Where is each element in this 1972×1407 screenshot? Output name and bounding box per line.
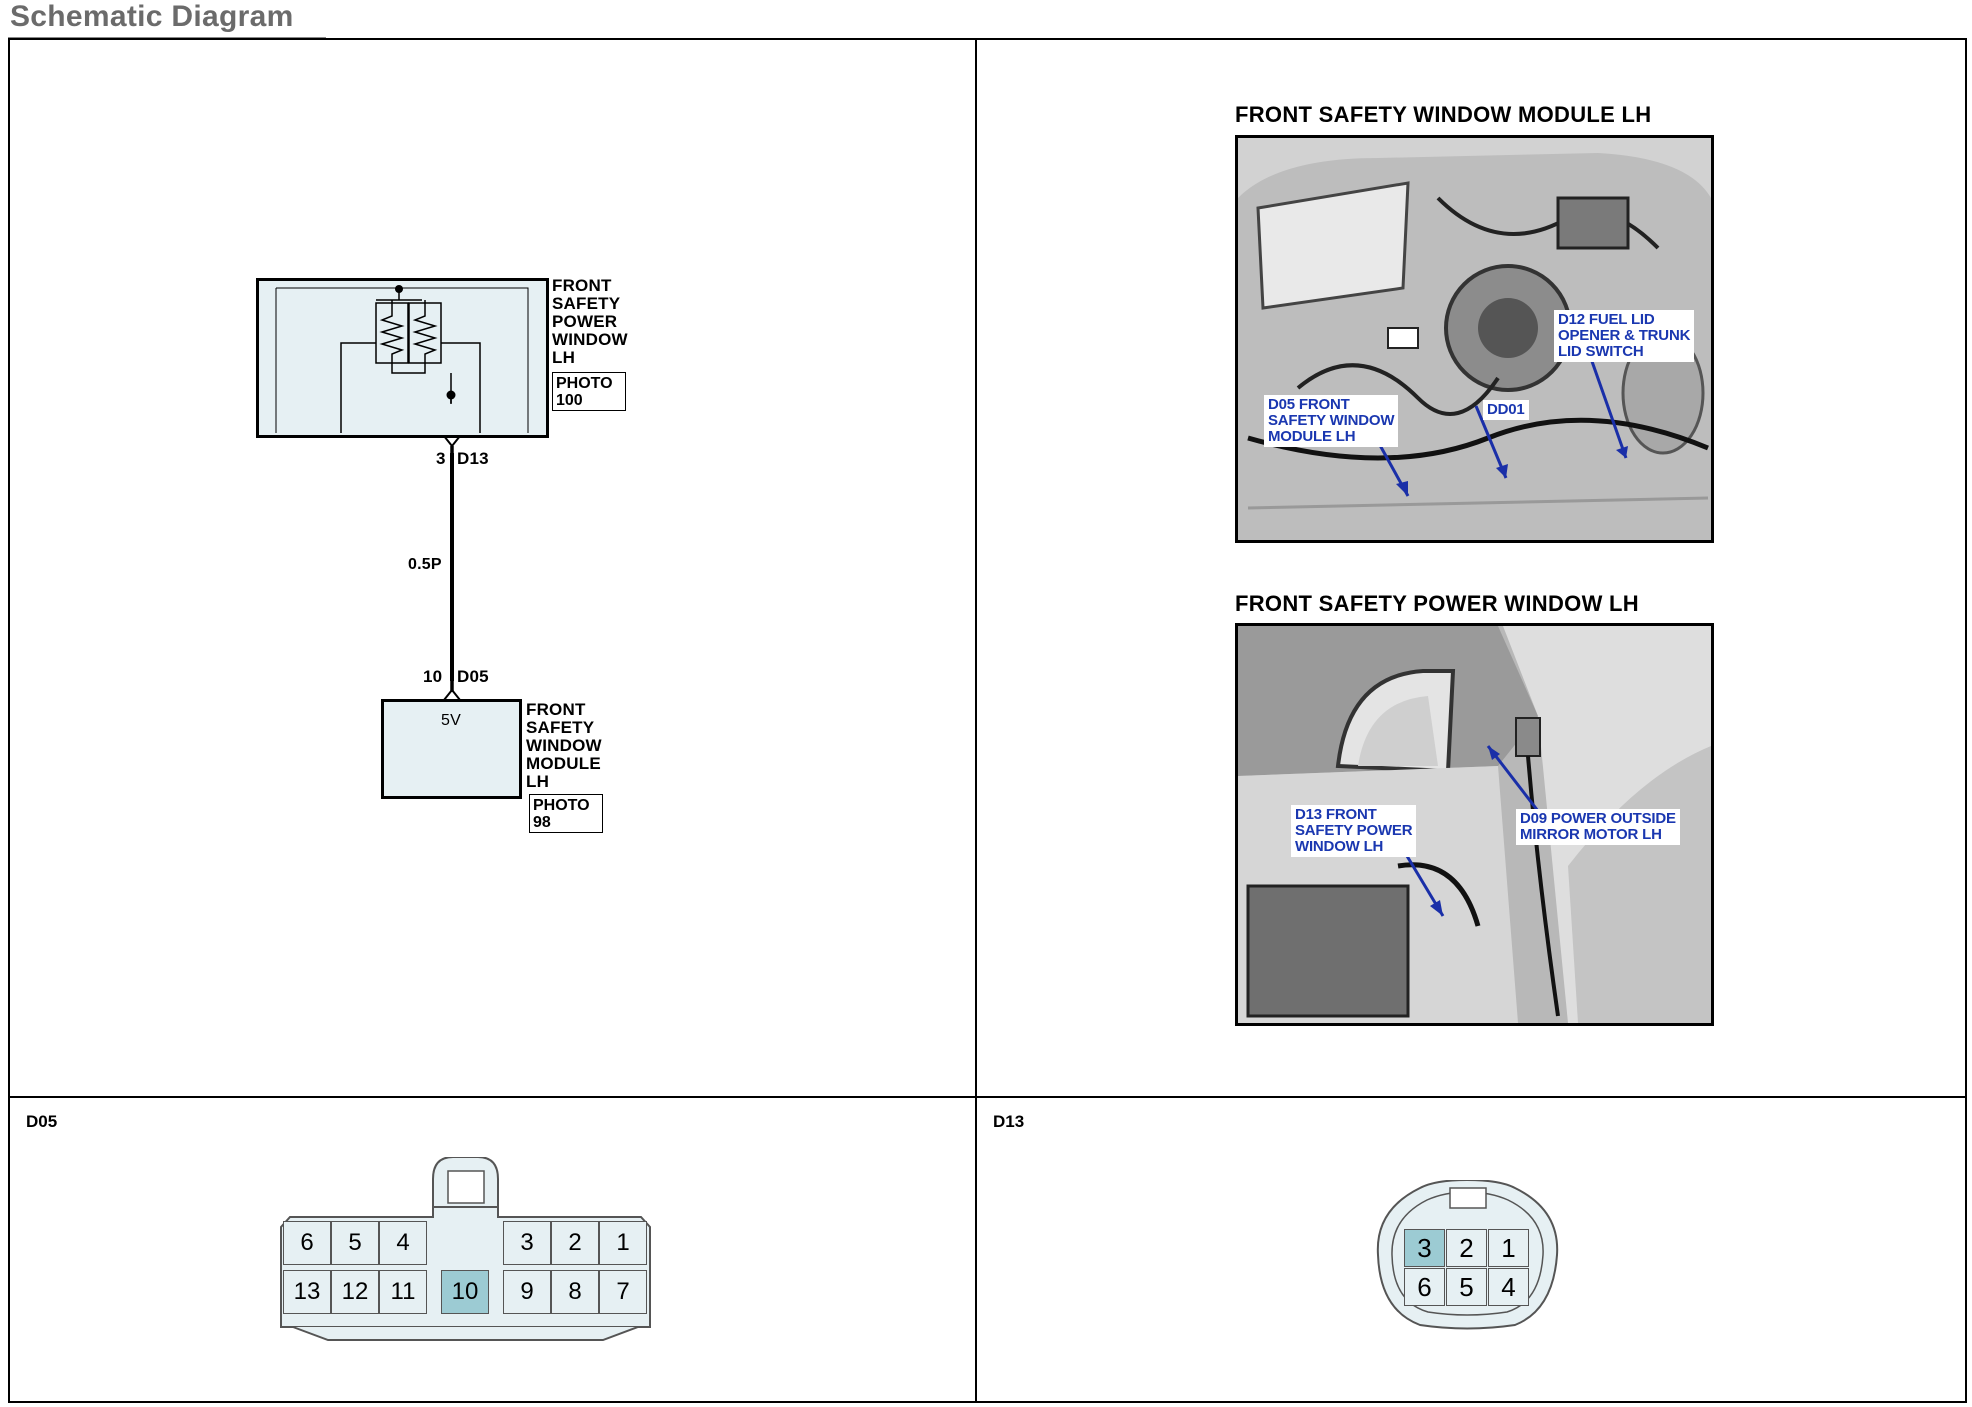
photo-reference-98[interactable]: PHOTO 98 — [529, 794, 603, 833]
wire-0-5p — [450, 453, 454, 681]
d13-pin-1: 1 — [1488, 1229, 1529, 1267]
diagram-frame — [8, 38, 1967, 1403]
d05-pin-12: 12 — [331, 1270, 379, 1314]
window-module-component — [381, 699, 522, 799]
power-window-label: FRONT SAFETY POWER WINDOW LH — [552, 276, 628, 367]
d13-pin-3: 3 — [1404, 1229, 1445, 1267]
d05-pin-7: 7 — [599, 1270, 647, 1314]
d05-pin-9: 9 — [503, 1270, 551, 1314]
d13-pin-4: 4 — [1488, 1268, 1529, 1306]
horizontal-divider — [8, 1096, 1967, 1098]
callout-d09: D09 POWER OUTSIDE MIRROR MOTOR LH — [1516, 809, 1680, 845]
vertical-divider — [975, 38, 977, 1403]
d05-pin-5: 5 — [331, 1221, 379, 1265]
callout-d13: D13 FRONT SAFETY POWER WINDOW LH — [1291, 805, 1417, 857]
callout-d12: D12 FUEL LID OPENER & TRUNK LID SWITCH — [1554, 310, 1695, 362]
d13-pin-number: 3 — [436, 449, 446, 468]
d05-pin-11: 11 — [379, 1270, 427, 1314]
d13-connector-label: D13 — [457, 449, 489, 468]
d13-pin-5: 5 — [1446, 1268, 1487, 1306]
d05-pin-4: 4 — [379, 1221, 427, 1265]
module-voltage: 5V — [441, 712, 461, 729]
wire-color-label: 0.5P — [408, 556, 442, 573]
photo-1-header: FRONT SAFETY WINDOW MODULE LH — [1235, 102, 1652, 127]
power-window-internal-wiring — [275, 285, 529, 433]
d05-pin-2: 2 — [551, 1221, 599, 1265]
page-title: Schematic Diagram — [10, 0, 294, 33]
d13-connector-symbol — [443, 435, 461, 454]
d05-pin-13: 13 — [283, 1270, 331, 1314]
connector-d13-id: D13 — [993, 1112, 1025, 1131]
photo-mirror-area: D13 FRONT SAFETY POWER WINDOW LH D09 POW… — [1235, 623, 1714, 1026]
d13-pin-2: 2 — [1446, 1229, 1487, 1267]
photo-2-header: FRONT SAFETY POWER WINDOW LH — [1235, 591, 1639, 616]
connector-d05-id: D05 — [26, 1112, 58, 1131]
d05-pin-10: 10 — [441, 1270, 489, 1314]
d05-connector-symbol — [443, 680, 461, 701]
photo-reference-100[interactable]: PHOTO 100 — [552, 372, 626, 411]
photo-door-panel: D12 FUEL LID OPENER & TRUNK LID SWITCH D… — [1235, 135, 1714, 543]
d05-pin-3: 3 — [503, 1221, 551, 1265]
callout-d05: D05 FRONT SAFETY WINDOW MODULE LH — [1264, 395, 1399, 447]
d05-pin-1: 1 — [599, 1221, 647, 1265]
d05-pin-6: 6 — [283, 1221, 331, 1265]
d05-pin-8: 8 — [551, 1270, 599, 1314]
d13-pin-6: 6 — [1404, 1268, 1445, 1306]
d05-connector-label: D05 — [457, 667, 489, 686]
callout-dd01: DD01 — [1483, 400, 1529, 420]
power-window-component — [256, 278, 549, 438]
d05-pin-number: 10 — [423, 667, 443, 686]
window-module-label: FRONT SAFETY WINDOW MODULE LH — [526, 700, 602, 791]
